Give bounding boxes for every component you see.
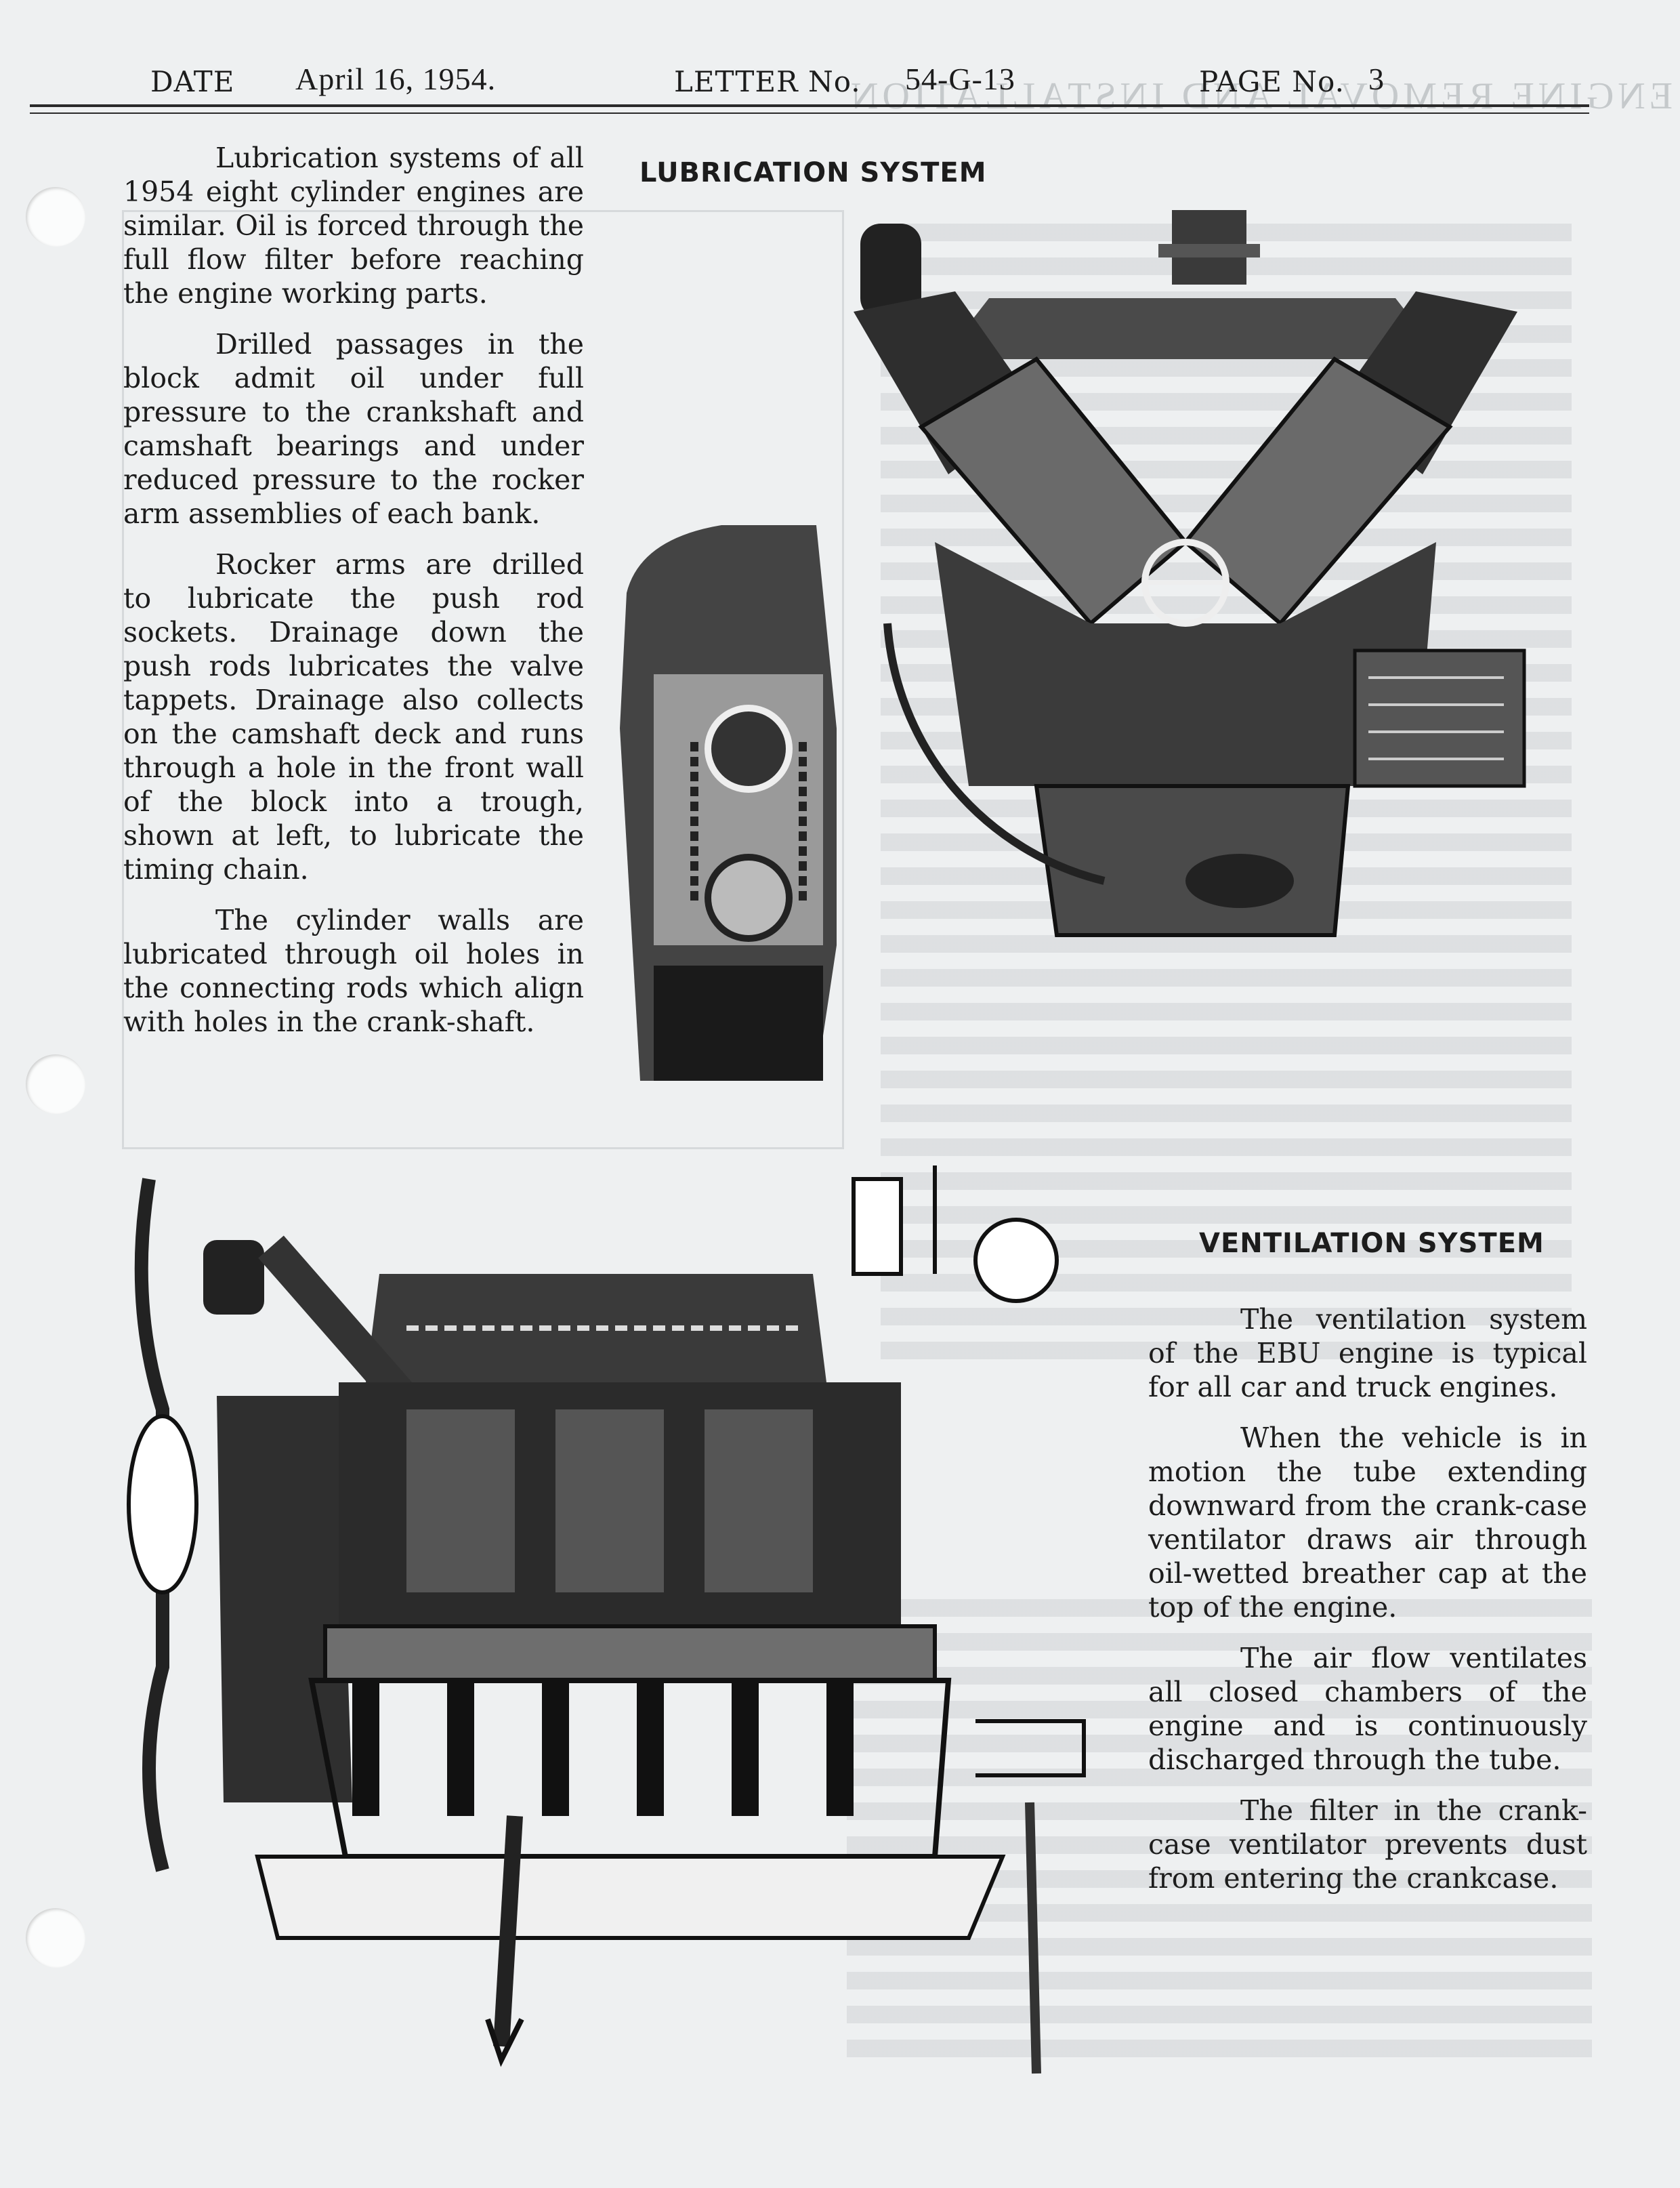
binder-hole-top [26, 187, 85, 247]
lubrication-text: Lubrication systems of all 1954 eight cy… [123, 141, 584, 1056]
ventilation-paragraph-2: When the vehicle is in motion the tube e… [1148, 1422, 1587, 1624]
ventilation-paragraph-1: The ventilation system of the EBU engine… [1148, 1303, 1587, 1403]
engine-cross-section-illustration [854, 210, 1526, 937]
engine-side-view-illustration [127, 1165, 1086, 2074]
date-value: April 16, 1954. [295, 62, 497, 96]
letter-label: LETTER No. [674, 65, 861, 98]
lubrication-paragraph-3: Rocker arms are drilled to lubricate the… [123, 548, 584, 886]
ventilation-paragraph-4: The filter in the crank-case ventilator … [1148, 1794, 1587, 1895]
date-label: DATE [150, 65, 235, 98]
lubrication-heading: LUBRICATION SYSTEM [639, 157, 987, 188]
letter-value: 54-G-13 [905, 62, 1015, 96]
header-rule [30, 104, 1589, 107]
binder-hole-middle [26, 1054, 85, 1114]
timing-chain-illustration [620, 525, 837, 1081]
ventilation-text: The ventilation system of the EBU engine… [1148, 1302, 1587, 1912]
lubrication-paragraph-2: Drilled passages in the block admit oil … [123, 328, 584, 530]
lubrication-paragraph-4: The cylinder walls are lubricated throug… [123, 904, 584, 1038]
ventilation-paragraph-3: The air flow ventilates all closed chamb… [1148, 1642, 1587, 1776]
lubrication-paragraph-1: Lubrication systems of all 1954 eight cy… [123, 142, 584, 310]
header-rule-thin [30, 112, 1589, 114]
ventilation-heading: VENTILATION SYSTEM [1199, 1228, 1545, 1259]
page-label: PAGE No. [1199, 65, 1345, 98]
page-value: 3 [1368, 62, 1385, 96]
binder-hole-bottom [26, 1908, 85, 1968]
